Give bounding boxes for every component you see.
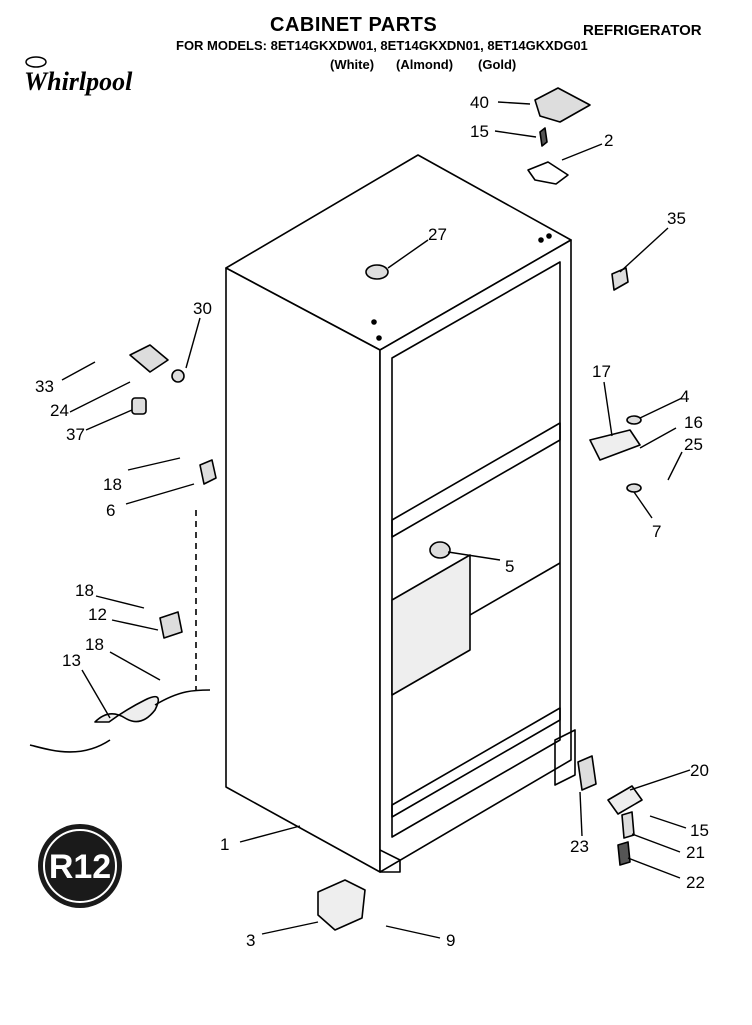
- callout-40: 40: [470, 93, 489, 112]
- callout-20: 20: [690, 761, 709, 780]
- callout-37: 37: [66, 425, 85, 444]
- cabinet-shell: [225, 154, 576, 873]
- power-cord-part: [29, 739, 111, 753]
- top-hinge-part: [527, 161, 569, 185]
- callout-3: 3: [246, 931, 255, 950]
- callout-15b: 15: [690, 821, 709, 840]
- callout-1: 1: [220, 835, 229, 854]
- variant-white: (White): [330, 57, 375, 72]
- appliance-category: REFRIGERATOR: [583, 22, 702, 39]
- toe-grille-part: [317, 879, 366, 931]
- leader-lines: [61, 101, 691, 939]
- whirlpool-logo-icon: Whirlpool: [20, 56, 150, 100]
- callout-12: 12: [88, 605, 107, 624]
- callout-13: 13: [62, 651, 81, 670]
- badge-label: R12: [49, 848, 111, 886]
- callout-18b: 18: [75, 581, 94, 600]
- callout-6: 6: [106, 501, 115, 520]
- callout-7: 7: [652, 522, 661, 541]
- callout-24: 24: [50, 401, 69, 420]
- variant-almond: (Almond): [396, 57, 454, 72]
- hinge-screw-part: [539, 127, 548, 147]
- callout-4: 4: [680, 387, 689, 406]
- callout-30: 30: [193, 299, 212, 318]
- door-stop-part: [429, 541, 451, 559]
- model-numbers: FOR MODELS: 8ET14GKXDW01, 8ET14GKXDN01, …: [176, 38, 588, 53]
- variant-gold: (Gold): [478, 57, 517, 72]
- callout-16: 16: [684, 413, 703, 432]
- callout-5: 5: [505, 557, 514, 576]
- top-plug-part: [365, 264, 389, 280]
- callout-15a: 15: [470, 122, 489, 141]
- callout-27: 27: [428, 225, 447, 244]
- callout-9: 9: [446, 931, 455, 950]
- callout-21: 21: [686, 843, 705, 862]
- hinge-cover-part: [534, 87, 591, 123]
- callout-33: 33: [35, 377, 54, 396]
- callout-35: 35: [667, 209, 686, 228]
- center-hinge-part: [589, 429, 641, 461]
- page-title: CABINET PARTS: [270, 14, 438, 36]
- r12-refrigerant-badge-icon: R12: [38, 824, 122, 908]
- callout-18a: 18: [103, 475, 122, 494]
- leveling-leg-part: [129, 344, 169, 373]
- callouts: 40 15 2 27 35 30 33 24 37 18 6 18 12 18 …: [35, 93, 709, 950]
- brand-wordmark: Whirlpool: [24, 67, 133, 96]
- callout-2: 2: [604, 131, 613, 150]
- callout-25: 25: [684, 435, 703, 454]
- callout-22: 22: [686, 873, 705, 892]
- shim-part: [577, 755, 597, 791]
- callout-17: 17: [592, 362, 611, 381]
- bottom-hinge-part: [607, 785, 643, 815]
- callout-23: 23: [570, 837, 589, 856]
- callout-18c: 18: [85, 635, 104, 654]
